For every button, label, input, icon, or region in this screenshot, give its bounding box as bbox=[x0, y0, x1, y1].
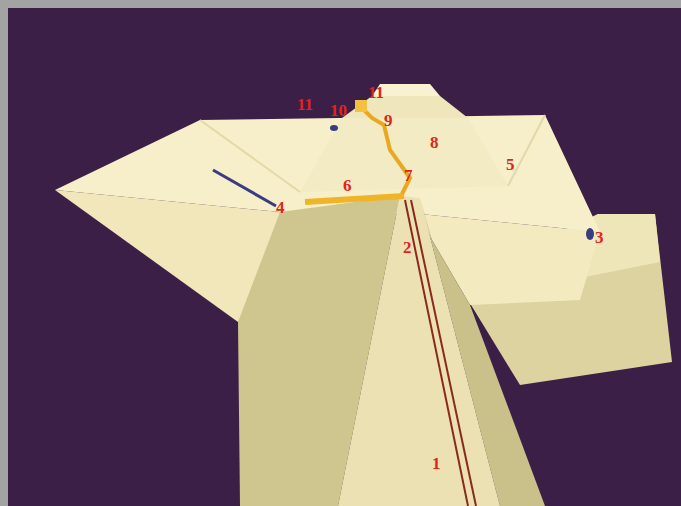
tunnel bbox=[362, 108, 410, 194]
stair-rail bbox=[405, 200, 468, 506]
tunnel bbox=[305, 196, 404, 202]
stair-rail bbox=[411, 200, 476, 506]
offering bbox=[330, 125, 338, 131]
callout-number: 8 bbox=[430, 134, 439, 151]
cave-mouth bbox=[586, 228, 594, 240]
background bbox=[8, 8, 681, 506]
stairway bbox=[338, 196, 500, 506]
callout-number: 3 bbox=[595, 229, 604, 246]
callout-number: 11 bbox=[297, 96, 313, 113]
callout-number: 7 bbox=[404, 167, 413, 184]
callout-number: 6 bbox=[343, 177, 352, 194]
terrace-edge bbox=[200, 120, 300, 192]
callout-number: 9 bbox=[384, 112, 393, 129]
upper-tier-face bbox=[300, 118, 508, 192]
chamber bbox=[355, 100, 367, 112]
callout-number: 2 bbox=[403, 239, 412, 256]
callout-number: 4 bbox=[276, 199, 285, 216]
callout-number: 5 bbox=[506, 156, 515, 173]
callout-number: 1 bbox=[432, 455, 441, 472]
shaft bbox=[213, 170, 276, 206]
callout-number: 11 bbox=[368, 84, 384, 101]
callout-number: 10 bbox=[330, 102, 347, 119]
upper-tier-top bbox=[342, 96, 468, 118]
terrace-edge bbox=[508, 115, 545, 186]
